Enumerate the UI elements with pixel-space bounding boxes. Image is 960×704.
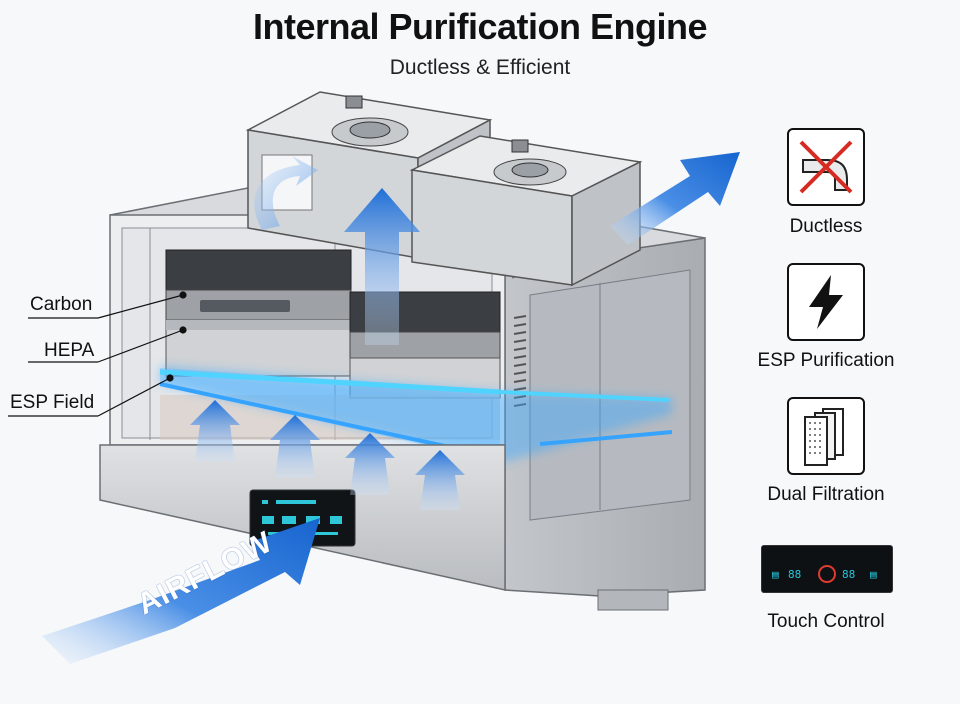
no-duct-icon bbox=[787, 128, 865, 206]
exhaust-arrow bbox=[610, 152, 740, 245]
callout-carbon: Carbon bbox=[30, 294, 93, 315]
page-title: Internal Purification Engine bbox=[252, 6, 708, 47]
page-subtitle: Ductless & Efficient bbox=[389, 56, 571, 79]
feature-label-dual-filtration: Dual Filtration bbox=[767, 484, 885, 505]
lightning-icon bbox=[787, 263, 865, 341]
chamber-airflow-arrows bbox=[190, 400, 465, 510]
feature-label-esp: ESP Purification bbox=[757, 350, 895, 371]
carbon-filter-left bbox=[165, 249, 352, 321]
esp-field-glow bbox=[159, 366, 673, 462]
feature-label-ductless: Ductless bbox=[789, 216, 863, 237]
control-panel-icon: ▤ 88 88 ▤ bbox=[761, 545, 893, 593]
carbon-filter-right bbox=[349, 291, 501, 359]
airflow-intake-arrow bbox=[42, 518, 320, 664]
feature-label-touch-control: Touch Control bbox=[767, 611, 885, 632]
hepa-filter-left bbox=[165, 319, 357, 377]
callout-esp-field: ESP Field bbox=[10, 392, 95, 413]
recirculation-curl bbox=[254, 156, 318, 230]
main-upward-arrow bbox=[344, 188, 420, 345]
callout-leaders bbox=[8, 291, 187, 417]
fan-module-right bbox=[409, 135, 643, 287]
filter-layers-icon bbox=[787, 397, 865, 475]
callout-hepa: HEPA bbox=[44, 340, 95, 361]
side-vent-slots bbox=[513, 315, 527, 407]
